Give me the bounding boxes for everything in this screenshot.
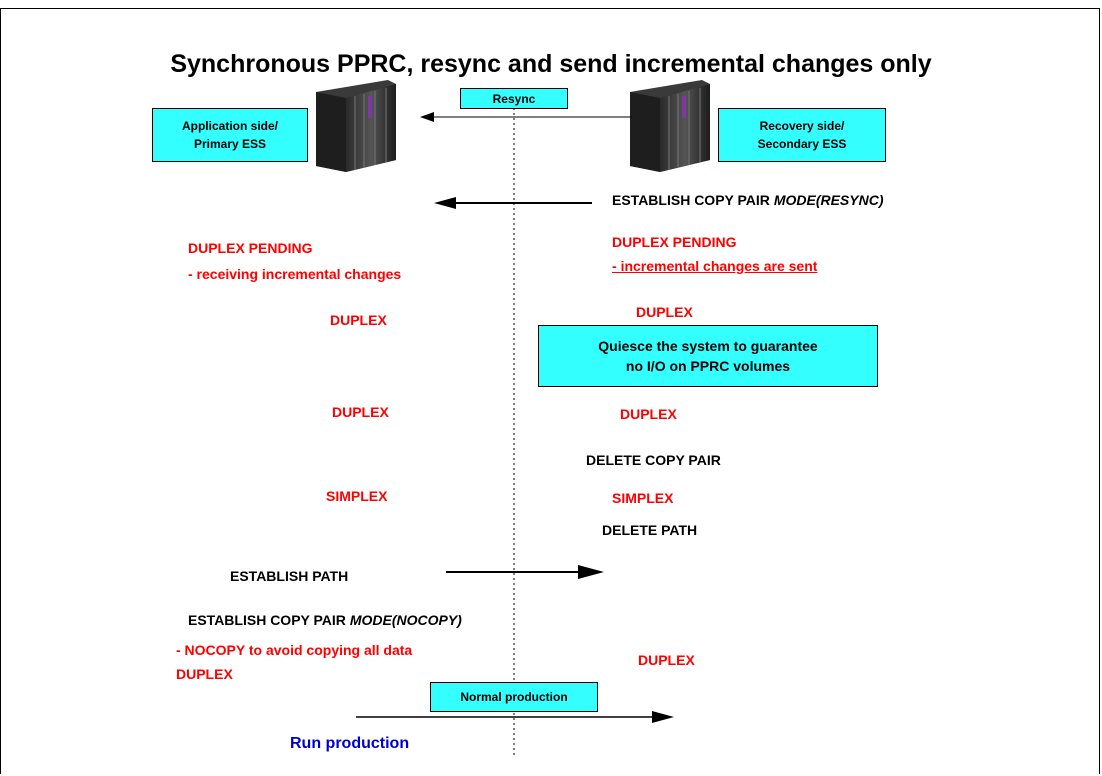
establish-resync-mode: MODE(RESYNC) bbox=[773, 192, 884, 208]
right-sent-dash: - bbox=[612, 258, 621, 274]
right-sent-note: - incremental changes are sent bbox=[612, 256, 817, 276]
left-duplex-2: DUPLEX bbox=[332, 404, 389, 420]
resync-arrow bbox=[420, 112, 632, 122]
right-simplex: SIMPLEX bbox=[612, 490, 674, 506]
establish-resync-command: ESTABLISH COPY PAIR MODE(RESYNC) bbox=[612, 190, 883, 210]
establish-path-command: ESTABLISH PATH bbox=[230, 568, 349, 584]
production-arrow bbox=[356, 711, 674, 723]
establish-nocopy-mode: MODE(NOCOPY) bbox=[349, 612, 462, 628]
delete-copy-pair-command: DELETE COPY PAIR bbox=[586, 452, 721, 468]
resync-label-box: Resync bbox=[460, 88, 568, 109]
left-duplex-3: DUPLEX bbox=[176, 666, 233, 682]
right-sent-text: incremental changes are sent bbox=[620, 258, 818, 274]
secondary-ess-line2: Secondary ESS bbox=[757, 137, 847, 151]
left-duplex-1: DUPLEX bbox=[330, 312, 387, 328]
left-simplex: SIMPLEX bbox=[326, 488, 388, 504]
left-receiving-note: - receiving incremental changes bbox=[188, 266, 402, 282]
quiesce-box: Quiesce the system to guarantee no I/O o… bbox=[538, 325, 878, 387]
primary-ess-box: Application side/ Primary ESS bbox=[152, 108, 308, 162]
establish-resync-prefix: ESTABLISH COPY PAIR bbox=[612, 192, 774, 208]
primary-ess-line2: Primary ESS bbox=[193, 137, 267, 151]
quiesce-line1: Quiesce the system to guarantee bbox=[598, 338, 818, 354]
secondary-ess-line1: Recovery side/ bbox=[759, 119, 845, 133]
right-duplex-2: DUPLEX bbox=[620, 406, 677, 422]
right-duplex-pending: DUPLEX PENDING bbox=[612, 234, 737, 250]
slide-frame bbox=[0, 8, 1100, 774]
primary-ess-line1: Application side/ bbox=[181, 119, 278, 133]
right-duplex-1: DUPLEX bbox=[636, 304, 693, 320]
quiesce-line2: no I/O on PPRC volumes bbox=[625, 358, 791, 374]
secondary-server-icon bbox=[630, 80, 710, 172]
establish-nocopy-prefix: ESTABLISH COPY PAIR bbox=[188, 612, 350, 628]
establish-path-arrow bbox=[446, 565, 604, 579]
establish-nocopy-command: ESTABLISH COPY PAIR MODE(NOCOPY) bbox=[188, 610, 462, 630]
normal-production-label: Normal production bbox=[460, 690, 568, 704]
normal-production-box: Normal production bbox=[430, 682, 598, 712]
left-duplex-pending: DUPLEX PENDING bbox=[188, 240, 313, 256]
left-nocopy-note: - NOCOPY to avoid copying all data bbox=[176, 642, 413, 658]
secondary-ess-box: Recovery side/ Secondary ESS bbox=[718, 108, 886, 162]
resync-label: Resync bbox=[492, 91, 536, 106]
primary-server-icon bbox=[316, 80, 396, 172]
delete-path-command: DELETE PATH bbox=[602, 522, 698, 538]
run-production-label: Run production bbox=[290, 735, 410, 752]
diagram-title: Synchronous PPRC, resync and send increm… bbox=[170, 50, 932, 78]
right-duplex-3: DUPLEX bbox=[638, 652, 695, 668]
establish-resync-arrow bbox=[434, 197, 592, 209]
